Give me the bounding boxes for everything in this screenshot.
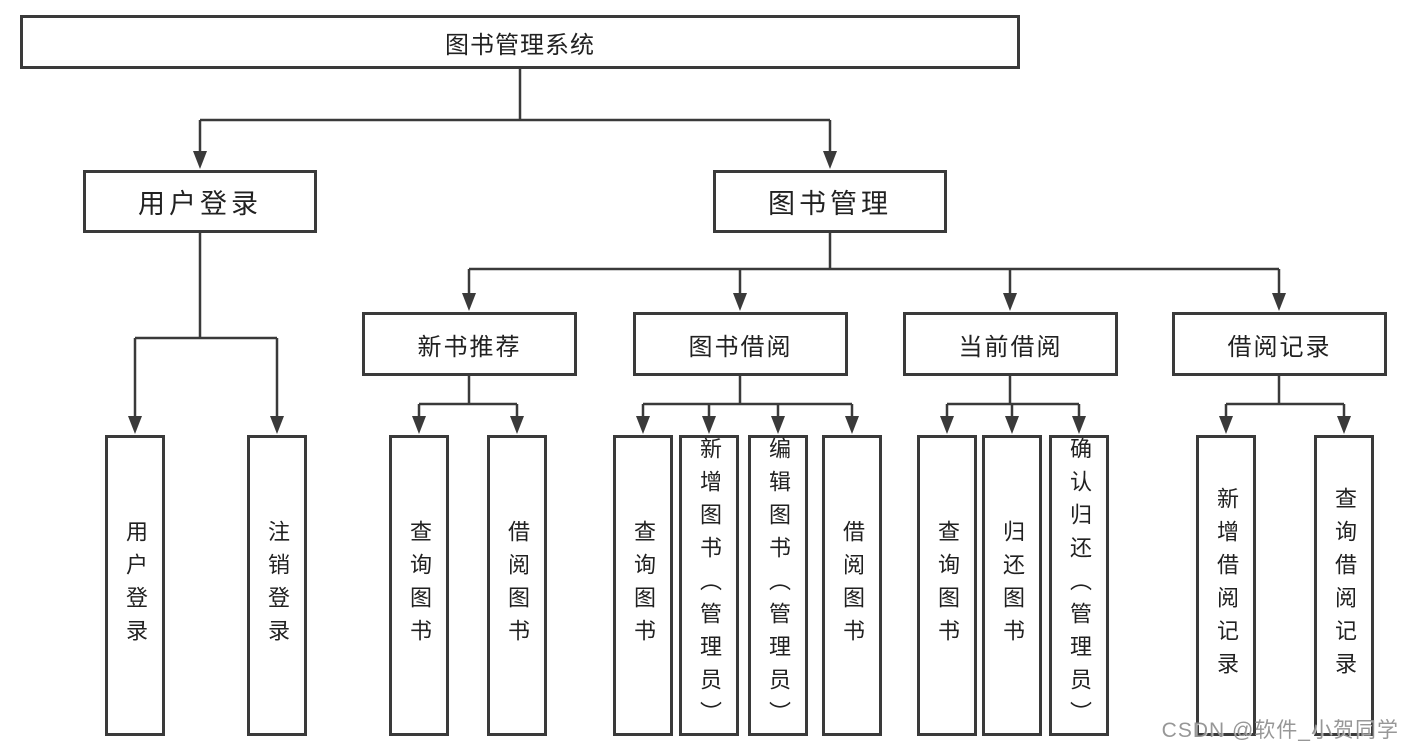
leaf-add-borrow-record: 新增借阅记录 — [1196, 435, 1256, 736]
leaf-query-books-borrowing: 查询图书 — [613, 435, 673, 736]
node-label: 查询图书 — [935, 519, 960, 652]
arrowhead-icon — [823, 151, 837, 169]
node-label: 编辑图书（管理员） — [766, 437, 791, 734]
node-label: 用户登录 — [138, 189, 262, 219]
arrowhead-icon — [1272, 293, 1286, 311]
arrowhead-icon — [702, 416, 716, 434]
edges-root-to-level2 — [198, 68, 832, 153]
node-label: 图书管理系统 — [445, 31, 595, 59]
edges-borrowing-records-to-leaves — [1224, 376, 1346, 418]
arrowhead-icon — [940, 416, 954, 434]
node-borrowing-records: 借阅记录 — [1172, 312, 1387, 376]
node-label: 当前借阅 — [958, 333, 1063, 361]
node-label: 注销登录 — [265, 519, 290, 652]
node-current-borrowing: 当前借阅 — [903, 312, 1118, 376]
node-label: 新书推荐 — [417, 333, 522, 361]
leaf-user-login: 用户登录 — [105, 435, 165, 736]
edges-current-borrowing-to-leaves — [945, 376, 1081, 418]
node-label: 查询借阅记录 — [1332, 486, 1357, 685]
edges-book-management-to-level3 — [467, 233, 1281, 295]
arrowhead-icon — [636, 416, 650, 434]
node-new-book-recommend: 新书推荐 — [362, 312, 577, 376]
node-label: 借阅图书 — [840, 519, 865, 652]
edge-lines — [133, 68, 1346, 418]
node-book-management: 图书管理 — [713, 170, 947, 233]
leaf-confirm-return-admin: 确认归还（管理员） — [1049, 435, 1109, 736]
arrowhead-icon — [270, 416, 284, 434]
node-label: 图书管理 — [768, 189, 892, 219]
edges-book-borrowing-to-leaves — [641, 376, 854, 418]
csdn-watermark: CSDN @软件_小贺同学 — [1161, 719, 1399, 742]
node-label: 确认归还（管理员） — [1067, 437, 1092, 734]
leaf-borrow-books-recommend: 借阅图书 — [487, 435, 547, 736]
leaf-return-books: 归还图书 — [982, 435, 1042, 736]
arrowhead-icon — [510, 416, 524, 434]
node-label: 查询图书 — [631, 519, 656, 652]
node-label: 借阅图书 — [505, 519, 530, 652]
leaf-query-borrow-record: 查询借阅记录 — [1314, 435, 1374, 736]
node-label: 借阅记录 — [1227, 333, 1332, 361]
node-user-login: 用户登录 — [83, 170, 317, 233]
node-label: 查询图书 — [407, 519, 432, 652]
arrowhead-icon — [128, 416, 142, 434]
edges-new-book-recommend-to-leaves — [417, 376, 519, 418]
node-label: 图书借阅 — [688, 333, 793, 361]
leaf-query-books-recommend: 查询图书 — [389, 435, 449, 736]
edges-user-login-to-leaves — [133, 233, 279, 418]
arrowhead-icon — [1072, 416, 1086, 434]
leaf-edit-books-admin: 编辑图书（管理员） — [748, 435, 808, 736]
node-book-borrowing: 图书借阅 — [633, 312, 848, 376]
leaf-logout-login: 注销登录 — [247, 435, 307, 736]
arrowhead-icon — [771, 416, 785, 434]
leaf-query-books-current: 查询图书 — [917, 435, 977, 736]
arrowhead-icon — [1003, 293, 1017, 311]
node-label: 新增图书（管理员） — [697, 437, 722, 734]
arrowhead-icon — [462, 293, 476, 311]
arrowhead-icon — [412, 416, 426, 434]
arrowhead-icon — [193, 151, 207, 169]
arrowhead-icon — [1219, 416, 1233, 434]
arrowhead-icon — [733, 293, 747, 311]
arrowheads — [128, 151, 1351, 434]
leaf-borrow-books-borrowing: 借阅图书 — [822, 435, 882, 736]
arrowhead-icon — [845, 416, 859, 434]
node-label: 用户登录 — [123, 519, 148, 652]
node-label: 归还图书 — [1000, 519, 1025, 652]
node-label: 新增借阅记录 — [1214, 486, 1239, 685]
arrowhead-icon — [1005, 416, 1019, 434]
leaf-add-books-admin: 新增图书（管理员） — [679, 435, 739, 736]
arrowhead-icon — [1337, 416, 1351, 434]
node-library-system: 图书管理系统 — [20, 15, 1020, 69]
